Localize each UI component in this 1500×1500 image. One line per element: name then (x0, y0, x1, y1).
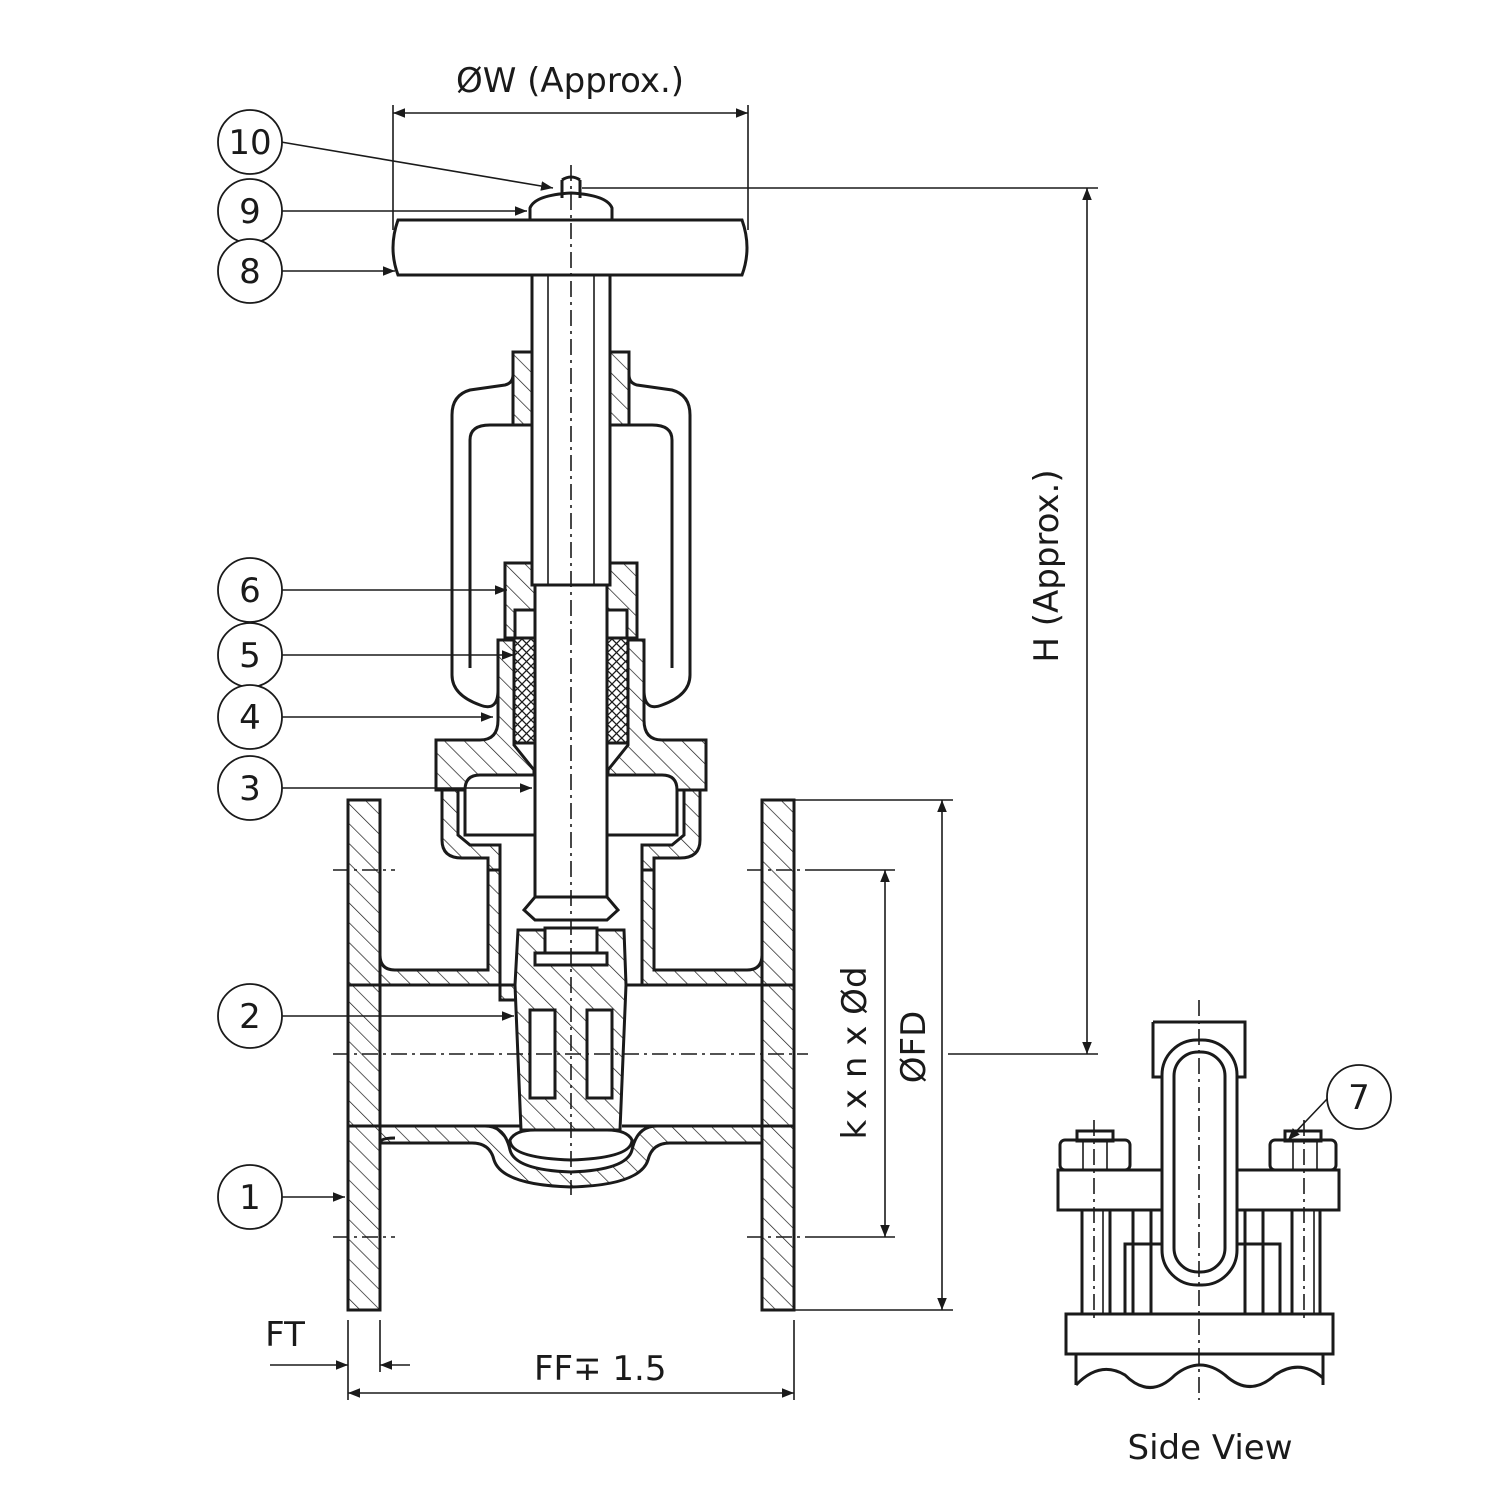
svg-text:7: 7 (1348, 1078, 1370, 1118)
bonnet-flange-right (606, 638, 708, 792)
callout-10: 10 (217, 109, 283, 175)
center-lines (333, 165, 808, 1238)
left-flange (346, 798, 382, 1312)
valve-body (346, 788, 796, 1312)
side-view-caption: Side View (1127, 1428, 1292, 1468)
svg-text:6: 6 (239, 571, 261, 611)
callout-7: 7 (1326, 1064, 1392, 1130)
dimension-labels: ØW (Approx.) H (Approx.) ØFD k x n x Ød … (265, 61, 1067, 1389)
callout-9: 9 (217, 178, 283, 244)
dim-bolt-holes-label: k x n x Ød (835, 966, 875, 1139)
packing (512, 636, 630, 745)
callout-2: 2 (217, 983, 283, 1049)
svg-text:3: 3 (239, 769, 261, 809)
callout-5: 5 (217, 622, 283, 688)
packing-left (512, 636, 537, 745)
callout-3: 3 (217, 755, 283, 821)
lower-body-wall (378, 1124, 764, 1189)
callout-6: 6 (217, 557, 283, 623)
svg-text:5: 5 (239, 636, 261, 676)
svg-text:10: 10 (228, 123, 271, 163)
dim-flange-thickness-label: FT (265, 1315, 305, 1355)
gland (503, 561, 639, 640)
dimension-lines (270, 105, 1098, 1400)
dim-face-to-face-tolerance: ∓ 1.5 (573, 1349, 666, 1389)
bonnet (434, 350, 708, 837)
callout-8: 8 (217, 238, 283, 304)
dim-overall-height-label: H (Approx.) (1027, 469, 1067, 662)
upper-body-wall-right (640, 868, 764, 987)
bonnet-flange (434, 638, 536, 792)
side-nut-right (1268, 1138, 1338, 1172)
dim-face-to-face-value: FF (534, 1349, 573, 1389)
body-neck-right (640, 788, 702, 872)
svg-text:1: 1 (239, 1178, 261, 1218)
side-nut-left (1058, 1138, 1132, 1172)
side-view: Side View (1056, 1000, 1341, 1468)
callout-1: 1 (217, 1164, 283, 1230)
callout-4: 4 (217, 684, 283, 750)
right-flange (760, 798, 796, 1312)
svg-text:2: 2 (239, 997, 261, 1037)
handwheel (391, 175, 749, 277)
part-callouts: 10 9 8 6 5 4 3 2 (217, 109, 1392, 1230)
handwheel-rim (391, 218, 749, 277)
svg-text:9: 9 (239, 192, 261, 232)
svg-text:8: 8 (239, 252, 261, 292)
packing-right (605, 636, 630, 745)
side-bolt-left (1080, 1208, 1112, 1316)
svg-text:4: 4 (239, 698, 261, 738)
side-bolt-right (1290, 1208, 1322, 1316)
upper-body-wall (378, 868, 502, 987)
dim-face-to-face-label: FF∓ 1.5 (534, 1349, 667, 1389)
stem-collar (521, 895, 621, 922)
dim-flange-diameter-label: ØFD (894, 1011, 934, 1084)
dim-overall-width-label: ØW (Approx.) (456, 61, 684, 101)
body-neck-left (440, 788, 502, 872)
side-nut-left-top (1075, 1129, 1115, 1143)
side-nut-right-top (1283, 1129, 1323, 1143)
